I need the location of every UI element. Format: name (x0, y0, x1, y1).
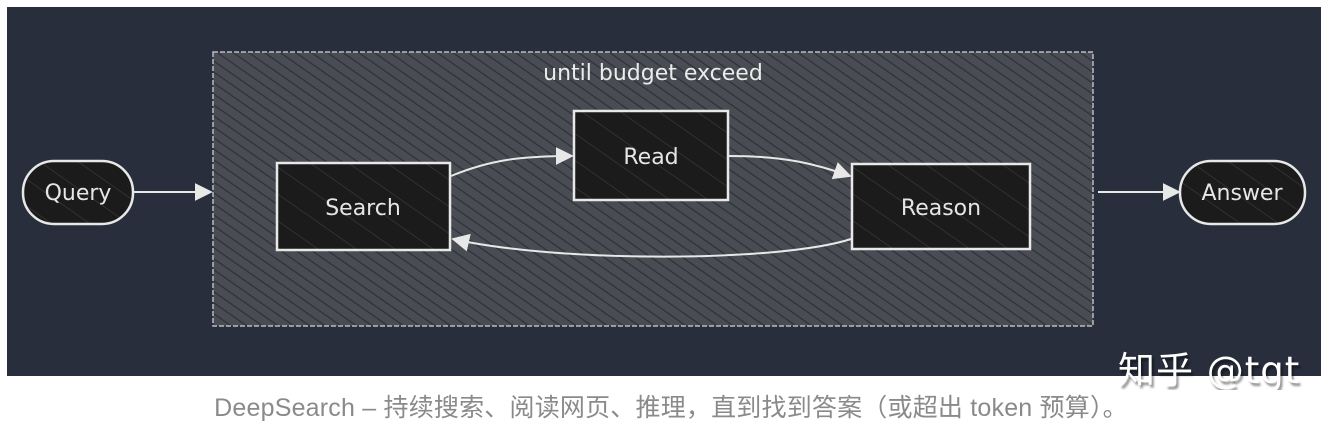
node-search-label: Search (325, 196, 401, 221)
node-read: Read (572, 109, 730, 202)
node-query: Query (21, 159, 135, 226)
zhihu-watermark: 知乎 @tgt (1118, 349, 1301, 390)
arrow-read-to-reason (728, 155, 852, 180)
node-reason-label: Reason (901, 196, 981, 221)
node-answer: Answer (1178, 159, 1307, 226)
figure-caption: DeepSearch – 持续搜索、阅读网页、推理，直到找到答案（或超出 tok… (214, 394, 1128, 422)
edges (134, 147, 1181, 258)
node-query-label: Query (45, 181, 112, 206)
arrow-reason-to-search (451, 233, 852, 258)
node-read-label: Read (623, 145, 678, 170)
node-search: Search (275, 161, 452, 252)
node-answer-label: Answer (1201, 181, 1283, 206)
arrow-search-to-read (450, 147, 574, 177)
loop-label: until budget exceed (543, 61, 763, 86)
node-reason: Reason (850, 162, 1032, 251)
